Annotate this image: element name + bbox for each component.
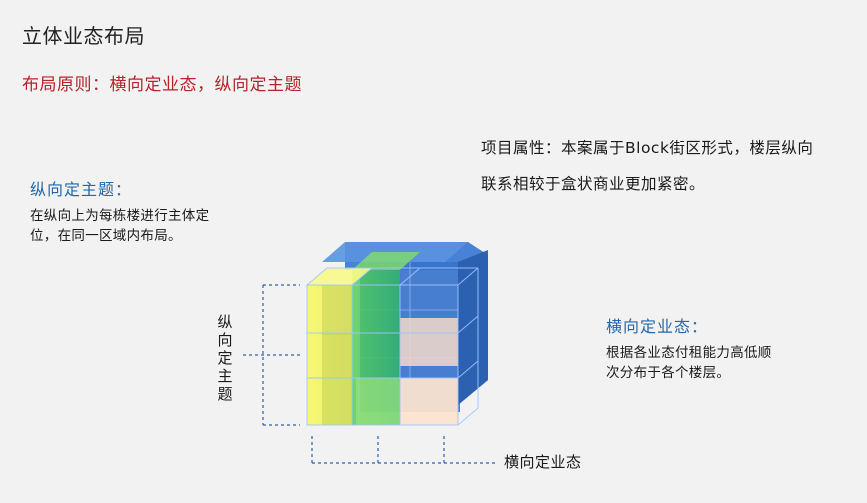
page-title: 立体业态布局 (22, 24, 145, 48)
cube-grid (306, 267, 479, 426)
project-attribute-text: 项目属性：本案属于Block街区形式，楼层纵向联系相较于盒状商业更加紧密。 (481, 139, 814, 193)
horizontal-format-desc: 根据各业态付租能力高低顺次分布于各个楼层。 (606, 345, 772, 381)
horizontal-format-block: 横向定业态： 根据各业态付租能力高低顺次分布于各个楼层。 (606, 313, 781, 383)
yellow-column (307, 268, 372, 425)
vertical-axis-char: 纵 (217, 313, 233, 331)
peach-cells (400, 318, 458, 425)
layout-principle: 布局原则：横向定业态，纵向定主题 (22, 75, 302, 95)
vertical-axis-label: 纵 向 定 主 题 (215, 313, 235, 403)
horizontal-format-heading: 横向定业态： (606, 317, 709, 336)
vertical-theme-heading: 纵向定主题： (30, 180, 133, 199)
horizontal-bracket (311, 436, 496, 464)
vertical-axis-char: 向 (217, 331, 233, 349)
vertical-theme-block: 纵向定主题： 在纵向上为每栋楼进行主体定位，在同一区域内布局。 (30, 176, 235, 246)
vertical-axis-char: 题 (217, 385, 233, 403)
vertical-theme-desc: 在纵向上为每栋楼进行主体定位，在同一区域内布局。 (30, 208, 210, 244)
vertical-axis-char: 主 (217, 367, 233, 385)
vertical-axis-char: 定 (217, 349, 233, 367)
green-column (352, 252, 420, 425)
horizontal-axis-label: 横向定业态 (504, 453, 582, 471)
vertical-bracket (243, 284, 300, 426)
